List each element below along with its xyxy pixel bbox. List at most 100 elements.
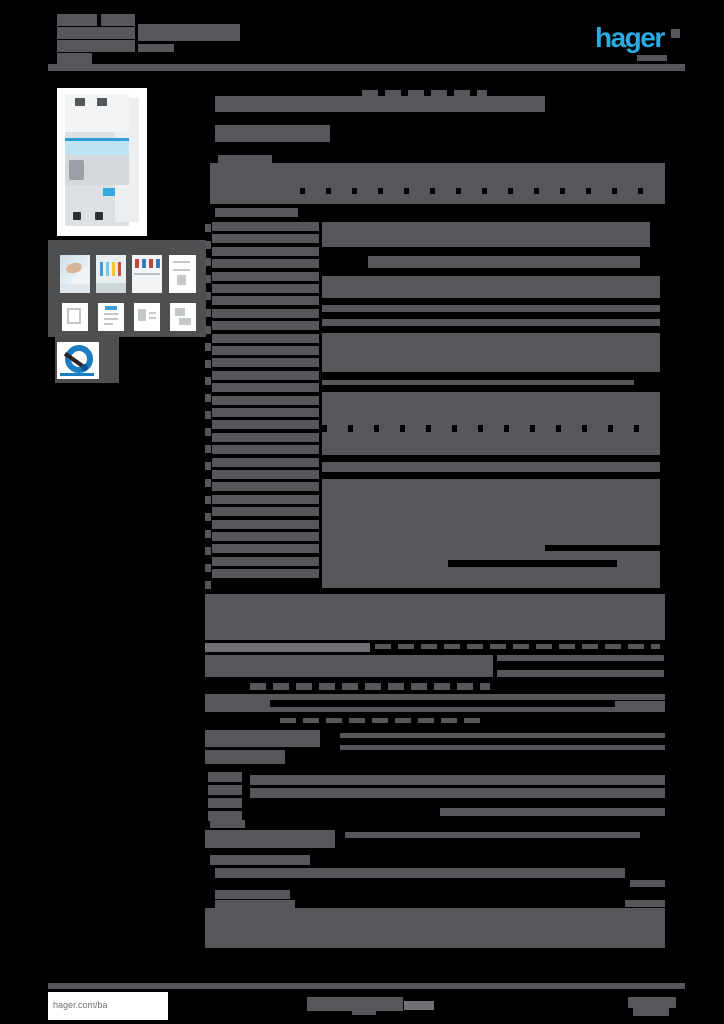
photo-base bbox=[96, 283, 126, 293]
device-terminal-screw bbox=[97, 98, 107, 106]
redacted-text-bar bbox=[212, 395, 319, 405]
breaker-stripe bbox=[112, 262, 115, 276]
redacted-text-bar bbox=[322, 392, 660, 425]
device-test-button bbox=[103, 188, 115, 196]
redacted-text-bar bbox=[340, 733, 665, 738]
redacted-text-bar bbox=[48, 64, 685, 71]
redacted-text-bar bbox=[205, 750, 285, 764]
redacted-text-bar bbox=[625, 900, 665, 907]
sketch-box bbox=[175, 308, 185, 316]
redacted-text-bar bbox=[322, 319, 660, 326]
sketch-blue-mark bbox=[105, 306, 117, 310]
thumbnail-breaker-row-photo bbox=[96, 255, 126, 293]
redacted-text-bar bbox=[340, 745, 665, 750]
redacted-text-bar bbox=[212, 556, 319, 566]
redacted-text-bar bbox=[671, 29, 680, 38]
breaker-stripe bbox=[100, 262, 103, 276]
redacted-text-bar bbox=[205, 394, 211, 402]
breaker-mark bbox=[135, 259, 139, 268]
redacted-text-bar bbox=[375, 644, 660, 649]
redacted-text-bar bbox=[345, 832, 640, 838]
redacted-text-bar bbox=[57, 53, 92, 65]
sketch-line bbox=[149, 312, 156, 314]
redacted-text-bar bbox=[362, 90, 487, 96]
quality-mark-ring bbox=[65, 345, 93, 373]
redacted-text-bar bbox=[205, 581, 211, 589]
redacted-text-bar bbox=[57, 14, 97, 26]
redacted-text-bar bbox=[212, 321, 319, 331]
redacted-text-bar bbox=[210, 855, 310, 865]
redacted-text-bar bbox=[205, 547, 211, 555]
redacted-text-bar bbox=[205, 564, 211, 572]
redacted-text-bar bbox=[205, 360, 211, 368]
redacted-text-bar bbox=[208, 772, 242, 782]
device-blue-label-band bbox=[65, 138, 129, 155]
redacted-text-bar bbox=[300, 188, 660, 194]
redacted-text-bar bbox=[218, 155, 272, 163]
sketch-line bbox=[134, 273, 160, 275]
redacted-text-bar bbox=[212, 296, 319, 306]
redacted-text-bar bbox=[205, 594, 665, 640]
redacted-text-bar bbox=[212, 284, 319, 293]
redacted-text-bar bbox=[215, 868, 625, 878]
sketch-line bbox=[173, 269, 190, 271]
redacted-text-bar bbox=[280, 718, 480, 723]
redacted-text-bar bbox=[322, 425, 660, 432]
redacted-text-bar bbox=[368, 256, 640, 268]
redacted-text-bar bbox=[212, 346, 319, 355]
redacted-text-bar bbox=[208, 785, 242, 795]
sketch-line bbox=[173, 261, 190, 263]
redacted-text-bar bbox=[270, 694, 665, 700]
redacted-text-bar bbox=[404, 1001, 434, 1010]
sketch-line bbox=[104, 318, 118, 320]
redacted-text-bar bbox=[212, 408, 319, 417]
redacted-text-bar bbox=[210, 820, 245, 828]
redacted-text-bar bbox=[322, 276, 660, 298]
redacted-text-bar bbox=[205, 224, 211, 232]
redacted-text-bar bbox=[212, 457, 319, 467]
redacted-text-bar bbox=[212, 470, 319, 479]
quality-mark-cap bbox=[81, 364, 88, 371]
quality-mark-logo bbox=[57, 342, 99, 379]
redacted-text-bar bbox=[205, 830, 335, 848]
sketch-line bbox=[104, 323, 113, 325]
redacted-text-bar bbox=[212, 507, 319, 517]
redacted-text-bar bbox=[212, 532, 319, 541]
redacted-text-bar bbox=[215, 96, 545, 112]
redacted-text-bar bbox=[212, 222, 319, 231]
redacted-text-bar bbox=[617, 560, 660, 567]
photo-base bbox=[60, 284, 90, 293]
redacted-text-bar bbox=[322, 222, 650, 247]
sketch-box bbox=[138, 309, 146, 321]
thumbnail-line-drawing-5 bbox=[170, 303, 196, 331]
redacted-text-bar bbox=[215, 890, 290, 899]
redacted-text-bar bbox=[212, 494, 319, 504]
redacted-text-bar bbox=[440, 808, 665, 816]
redacted-text-bar bbox=[212, 308, 319, 318]
redacted-text-bar bbox=[215, 900, 295, 908]
redacted-text-bar bbox=[497, 670, 664, 677]
redacted-text-bar bbox=[215, 208, 298, 217]
redacted-text-bar bbox=[205, 513, 211, 521]
redacted-text-bar bbox=[497, 655, 664, 661]
redacted-text-bar bbox=[205, 309, 211, 317]
redacted-text-bar bbox=[212, 420, 319, 430]
redacted-text-bar bbox=[205, 445, 211, 453]
redacted-text-bar bbox=[205, 275, 211, 283]
breaker-mark bbox=[149, 259, 153, 268]
redacted-text-bar bbox=[322, 462, 660, 472]
redacted-text-bar bbox=[212, 370, 319, 380]
redacted-text-bar bbox=[205, 326, 211, 334]
sketch-box bbox=[179, 318, 191, 325]
redacted-text-bar bbox=[205, 655, 493, 677]
footer-website-box: hager.com/ba bbox=[48, 992, 168, 1020]
redacted-text-bar bbox=[205, 462, 211, 470]
redacted-text-bar bbox=[322, 560, 448, 567]
thumbnail-line-drawing-4 bbox=[134, 303, 160, 331]
redacted-text-bar bbox=[322, 305, 660, 312]
redacted-text-bar bbox=[212, 259, 319, 269]
redacted-text-bar bbox=[322, 333, 660, 372]
redacted-text-bar bbox=[138, 24, 240, 41]
redacted-text-bar bbox=[205, 730, 320, 747]
